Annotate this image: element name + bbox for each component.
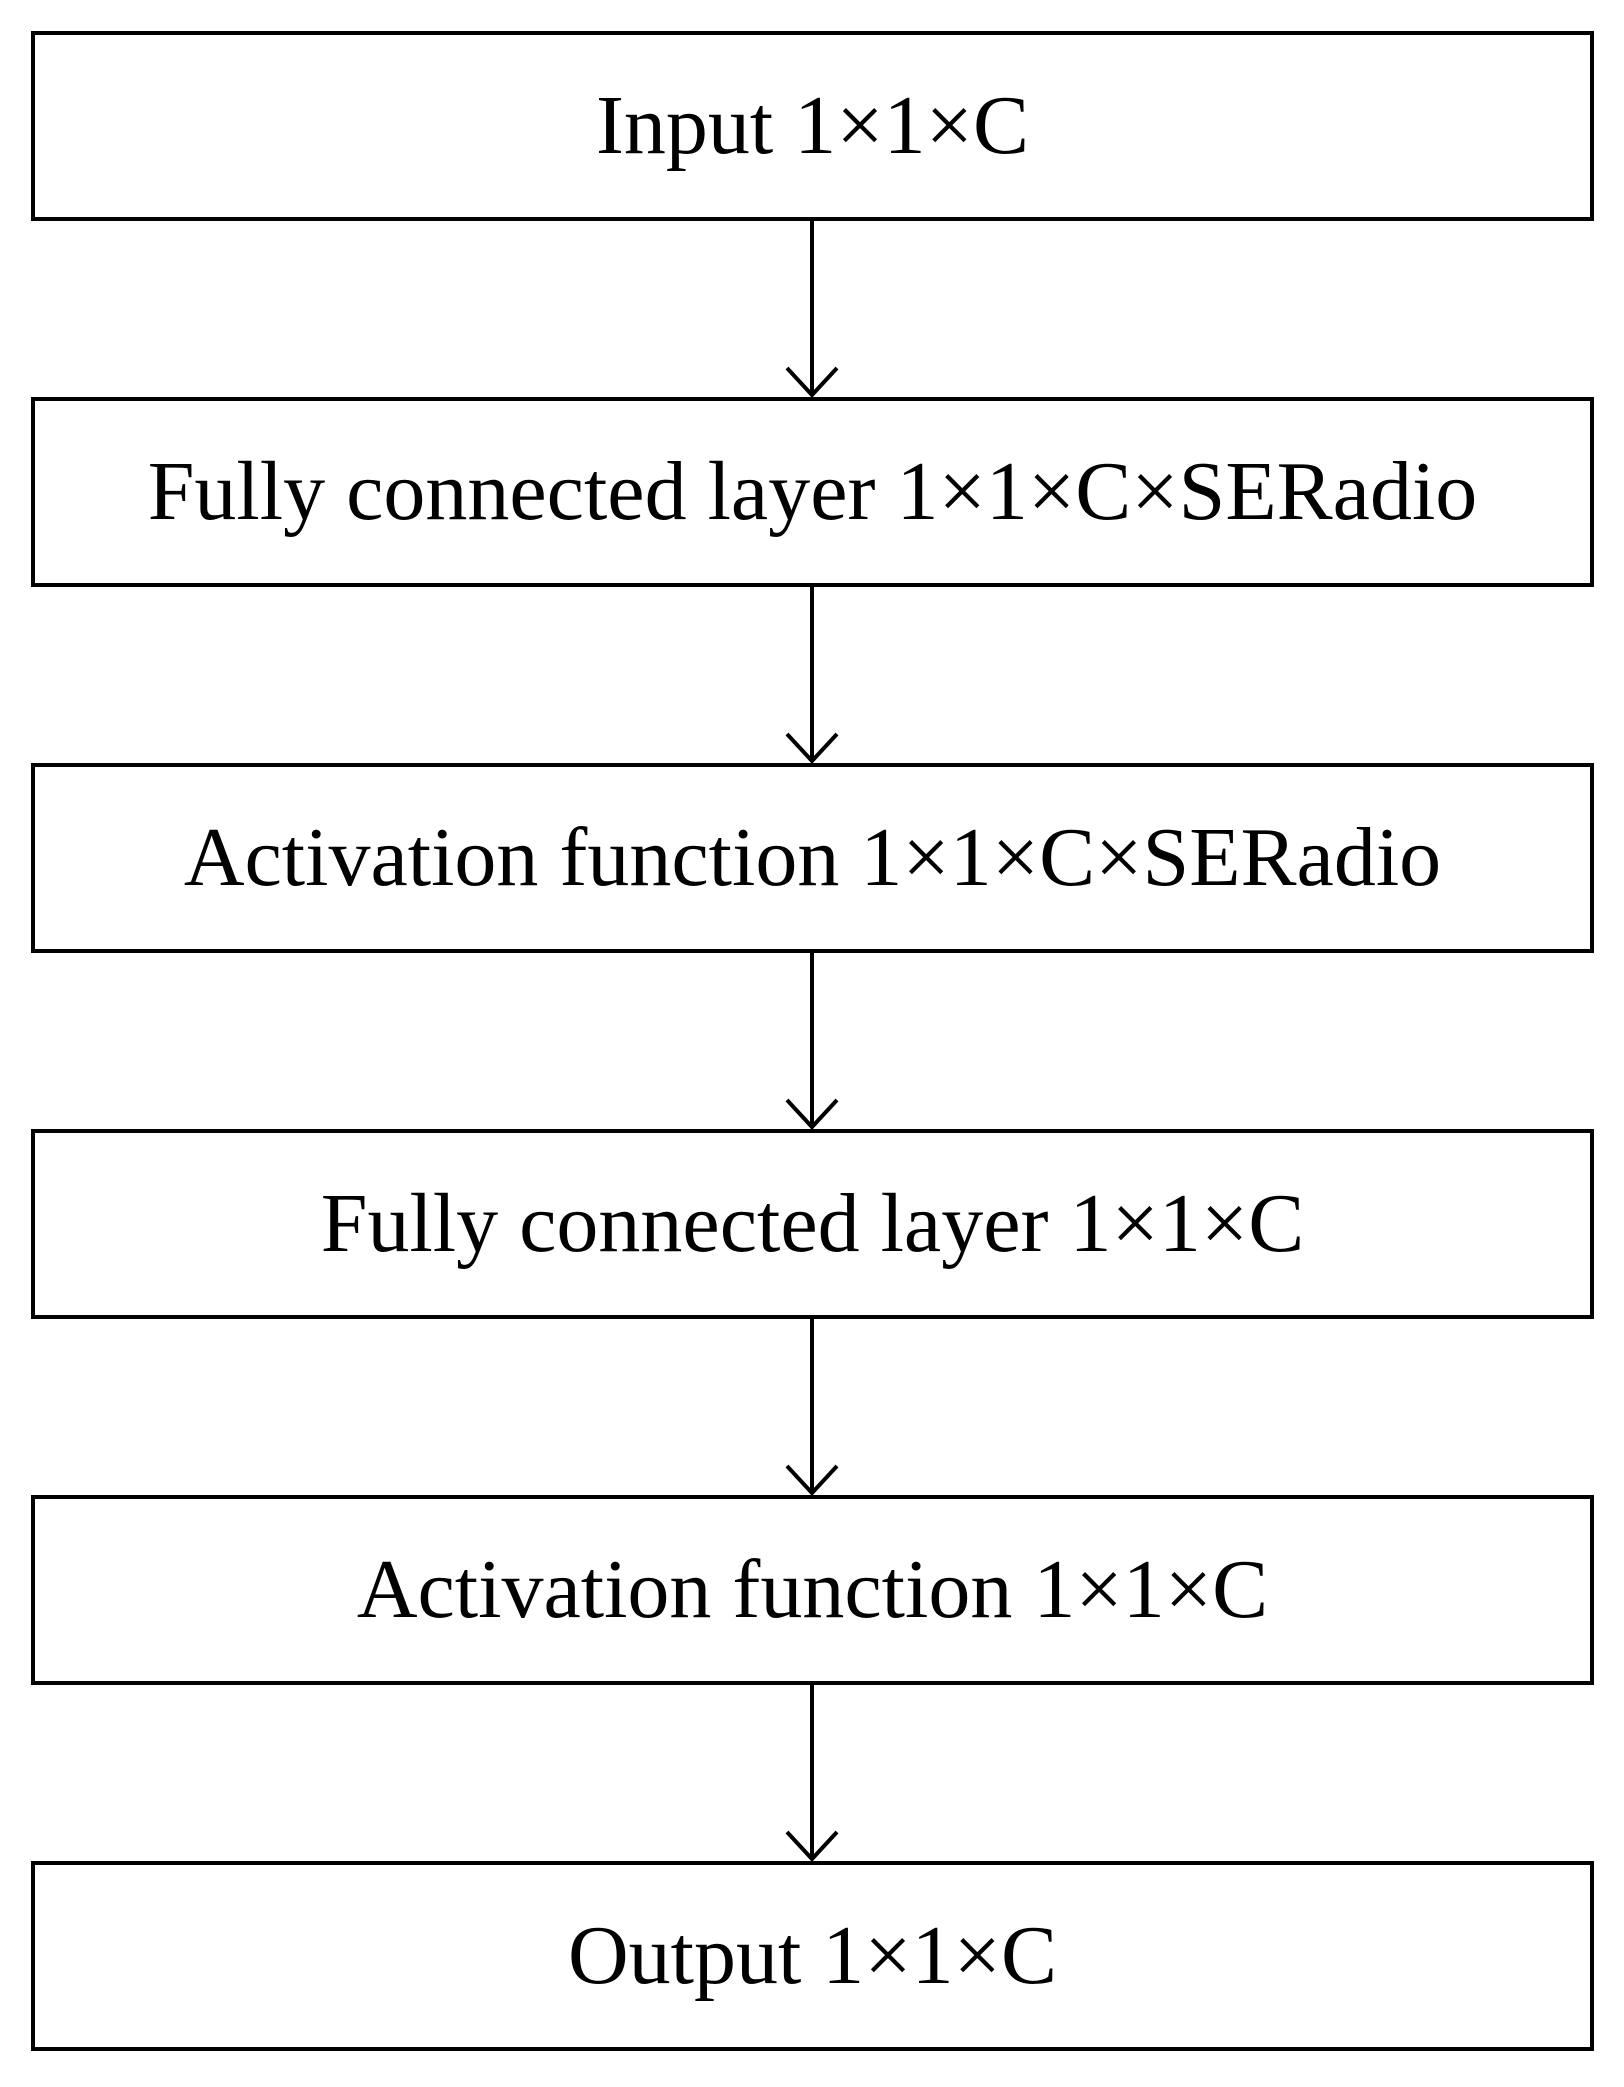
arrow-act2-to-output [785,1685,839,1862]
activation-function-2-label: Activation function 1×1×C [356,1543,1269,1636]
input-label: Input 1×1×C [595,79,1030,172]
arrow-fc2-to-act2 [785,1319,839,1496]
output-label: Output 1×1×C [567,1909,1058,2002]
arrow-input-to-fc1 [785,221,839,398]
fully-connected-layer-1-label: Fully connected layer 1×1×C×SERadio [147,445,1478,538]
activation-function-1-box: Activation function 1×1×C×SERadio [31,763,1594,953]
activation-function-2-box: Activation function 1×1×C [31,1495,1594,1685]
fully-connected-layer-1-box: Fully connected layer 1×1×C×SERadio [31,397,1594,587]
fully-connected-layer-2-label: Fully connected layer 1×1×C [320,1177,1305,1270]
input-box: Input 1×1×C [31,31,1594,221]
arrow-fc1-to-act1 [785,587,839,764]
output-box: Output 1×1×C [31,1861,1594,2051]
fully-connected-layer-2-box: Fully connected layer 1×1×C [31,1129,1594,1319]
activation-function-1-label: Activation function 1×1×C×SERadio [183,811,1442,904]
arrow-act1-to-fc2 [785,953,839,1130]
